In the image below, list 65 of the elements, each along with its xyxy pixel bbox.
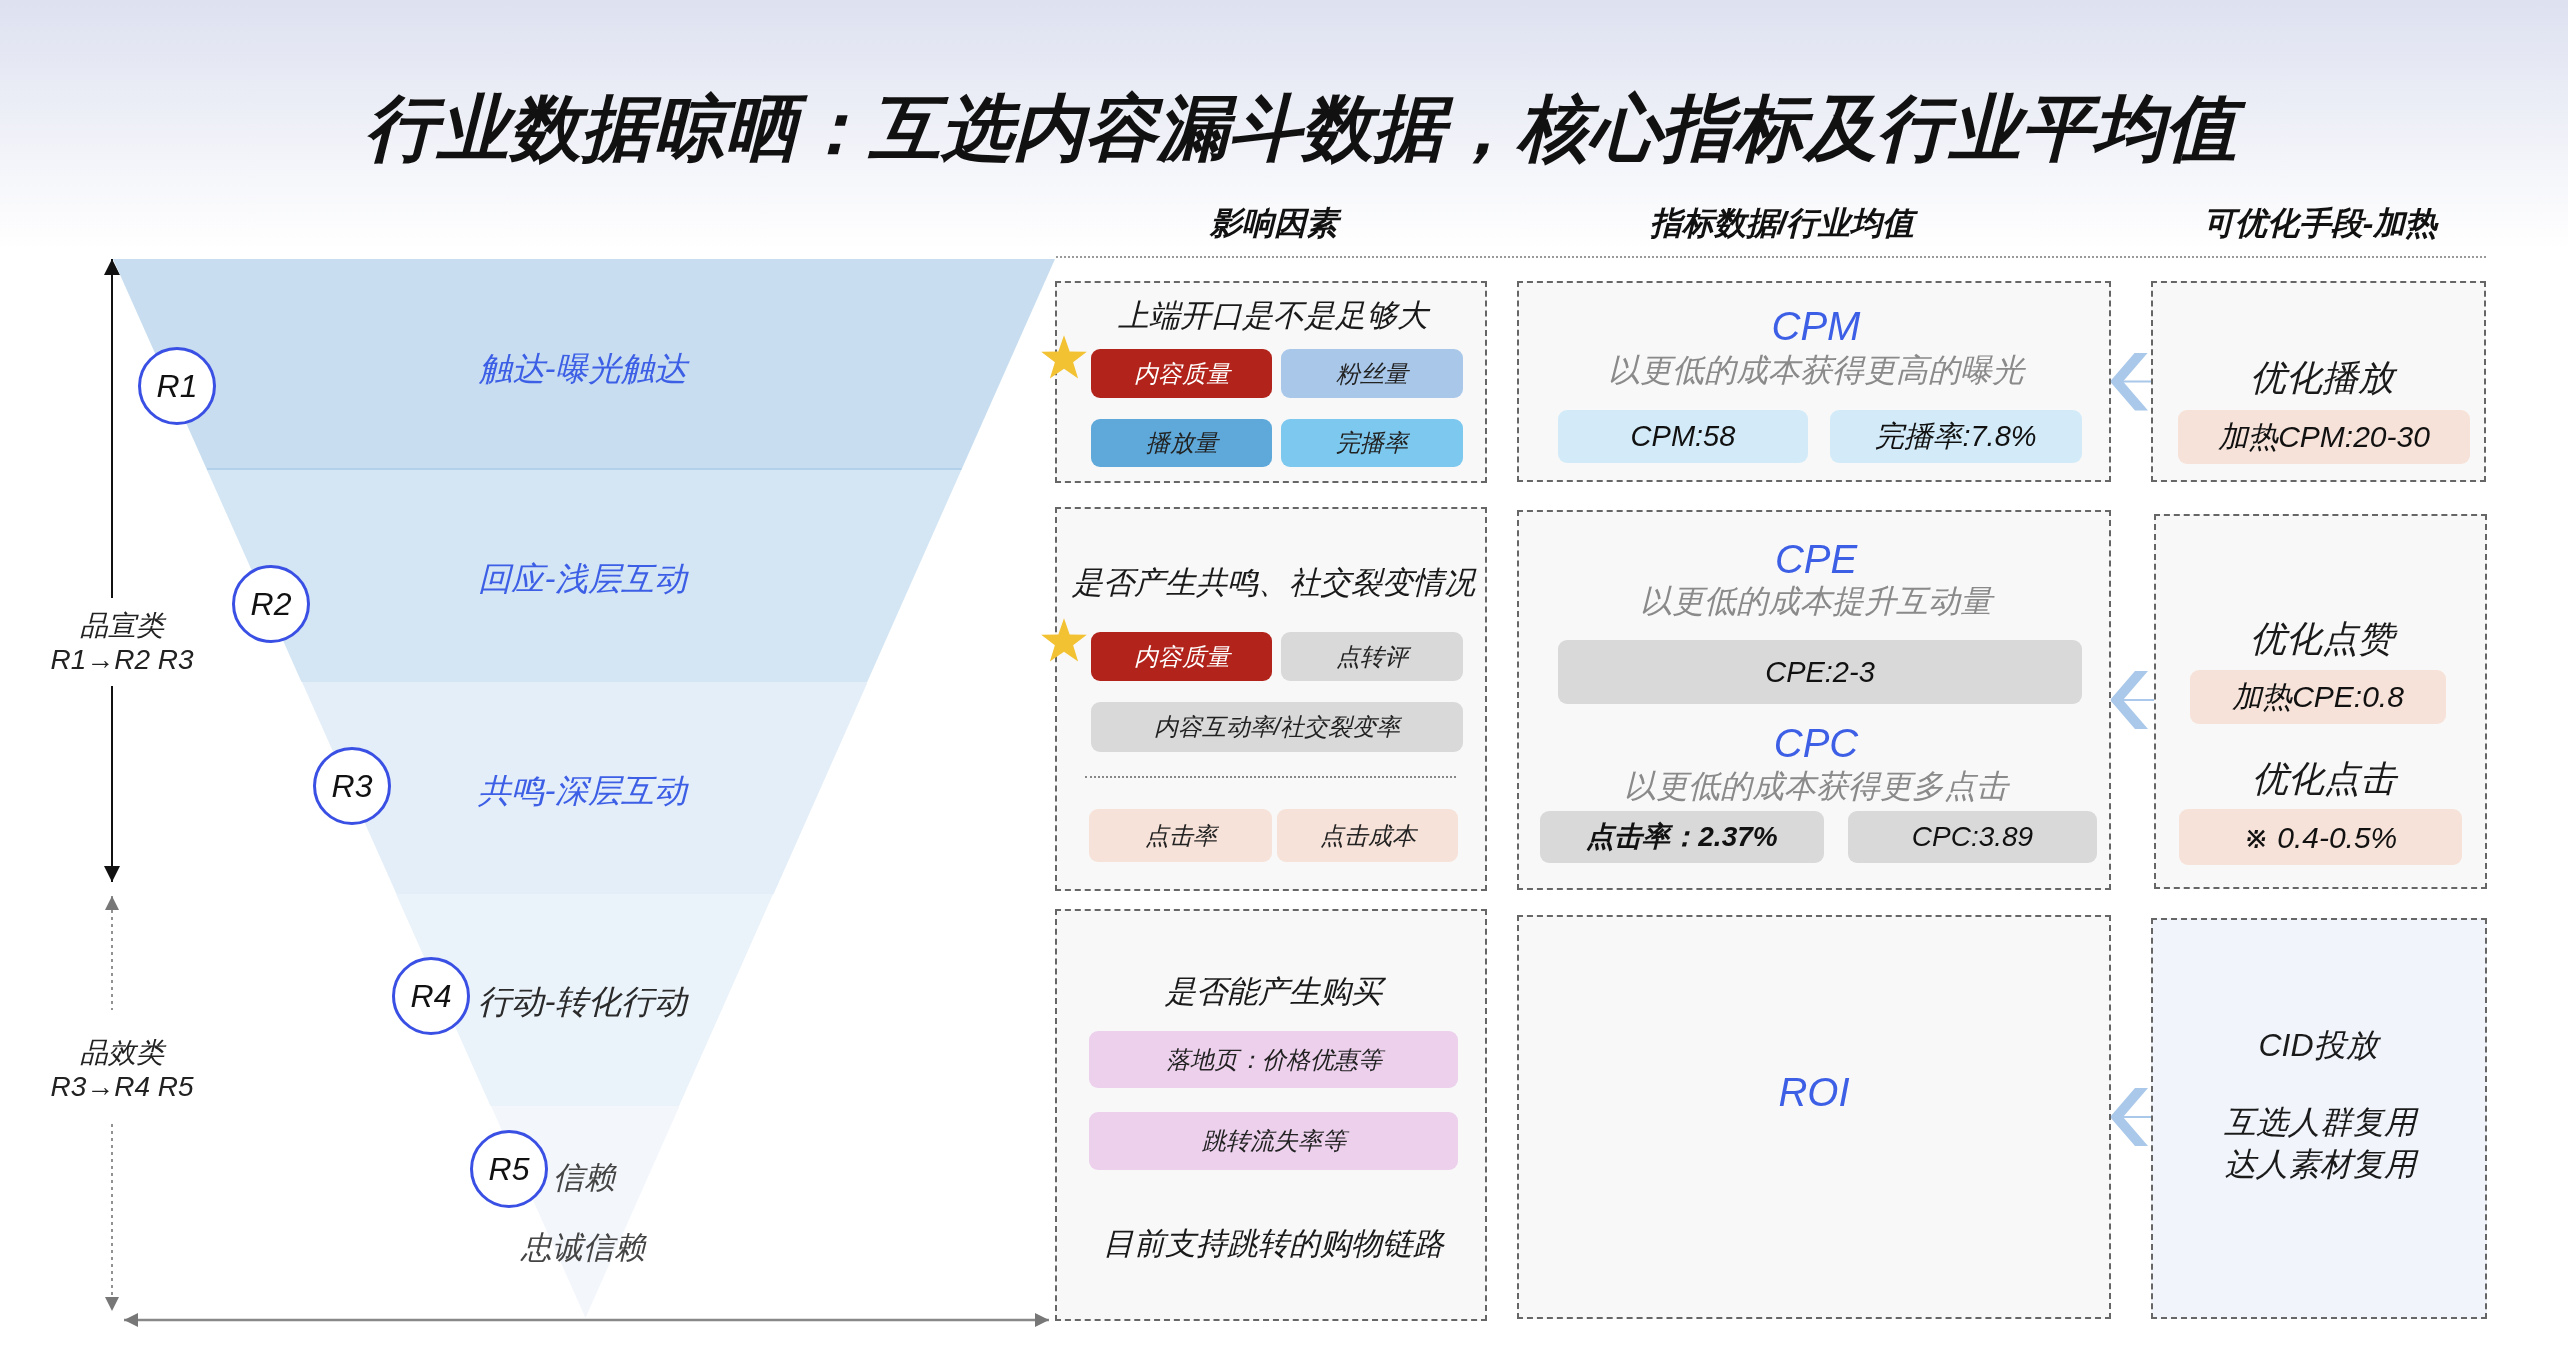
panel-heading: 优化点击 [2247, 755, 2401, 801]
panel-heading: 是否能产生购买 [1159, 972, 1387, 1012]
panel-heading: 目前支持跳转的购物链路 [1101, 1224, 1446, 1263]
stage-circle: R5 [470, 1130, 548, 1208]
tag-pill: 点击成本 [1277, 809, 1458, 862]
panel-heading: 是否产生共鸣、社交裂变情况 [1070, 563, 1478, 602]
value-pill: 加热CPM:20-30 [2178, 410, 2470, 464]
panel-text: CID投放 [2253, 1025, 2383, 1065]
dashed-panel [2151, 918, 2487, 1319]
dashed-panel [1517, 510, 2111, 890]
tag-pill: 内容质量 [1091, 349, 1272, 398]
value-pill: ※ 0.4-0.5% [2179, 809, 2462, 865]
range-label: 品宣类 [75, 607, 169, 643]
tag-pill: 播放量 [1091, 419, 1272, 467]
value-pill: CPE:2-3 [1558, 640, 2082, 704]
dashed-panel [1055, 281, 1487, 483]
column-heading: 指标数据/行业均值 [1644, 203, 1920, 243]
stage-circle: R4 [392, 957, 470, 1035]
dashed-panel [2154, 514, 2487, 889]
range-label: R1→R2 R3 [49, 642, 195, 677]
panel-heading: 上端开口是不是足够大 [1113, 296, 1433, 336]
metric-name: CPC [1772, 720, 1860, 767]
metric-name: CPE [1773, 536, 1859, 583]
dashed-panel [2151, 281, 2486, 482]
dashed-panel [1517, 281, 2111, 482]
metric-name: ROI [1777, 1069, 1851, 1116]
tag-pill: 跳转流失率等 [1089, 1112, 1458, 1170]
stage-label: 触达-曝光触达 [477, 349, 691, 390]
page-title: 行业数据晾晒：互选内容漏斗数据，核心指标及行业平均值 [353, 77, 2267, 179]
value-pill: CPC:3.89 [1848, 811, 2097, 863]
panel-heading: 优化点赞 [2245, 615, 2399, 661]
value-pill: 完播率:7.8% [1830, 410, 2082, 463]
stage-label: 共鸣-深层互动 [477, 771, 690, 812]
funnel-band [301, 682, 868, 894]
column-heading: 可优化手段-加热 [2201, 204, 2440, 243]
column-heading: 影响因素 [1205, 203, 1343, 243]
value-pill: 加热CPE:0.8 [2190, 670, 2446, 724]
range-label: R3→R4 R5 [49, 1069, 195, 1104]
tag-pill: 落地页：价格优惠等 [1089, 1031, 1458, 1088]
funnel-band [396, 894, 774, 1106]
value-pill: 点击率：2.37% [1540, 811, 1824, 863]
panel-text: 达人素材复用 [2219, 1144, 2421, 1184]
range-label: 品效类 [75, 1034, 169, 1070]
stage-label: 回应-浅层互动 [477, 559, 690, 600]
tag-pill: 点转评 [1281, 632, 1463, 681]
stage-label: 忠诚信赖 [519, 1228, 648, 1267]
funnel-band [113, 259, 1055, 470]
stage-label: 信赖 [552, 1158, 618, 1197]
dashed-panel [1517, 915, 2111, 1319]
dashed-panel [1055, 507, 1487, 891]
tag-pill: 内容质量 [1091, 632, 1272, 681]
stage-label: 行动-转化行动 [477, 982, 690, 1023]
tag-pill: 完播率 [1281, 419, 1463, 467]
tag-pill: 点击率 [1089, 809, 1272, 862]
metric-description: 以更低的成本获得更多点击 [1623, 767, 2011, 806]
tag-pill: 粉丝量 [1281, 349, 1463, 398]
panel-heading: 优化播放 [2245, 354, 2399, 400]
metric-description: 以更低的成本提升互动量 [1635, 581, 1997, 621]
value-pill: CPM:58 [1558, 410, 1808, 463]
tag-pill: 内容互动率/社交裂变率 [1091, 702, 1463, 752]
metric-name: CPM [1770, 303, 1862, 350]
funnel-band [207, 470, 962, 682]
dashed-panel [1055, 909, 1487, 1321]
metric-description: 以更低的成本获得更高的曝光 [1607, 351, 2027, 390]
panel-text: 互选人群复用 [2219, 1102, 2421, 1142]
